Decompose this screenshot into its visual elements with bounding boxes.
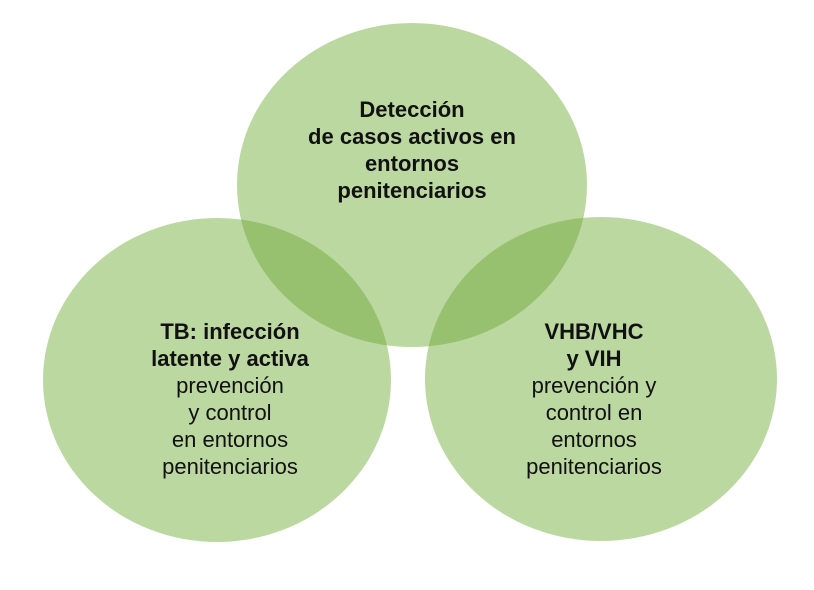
overlap-top-left [237, 218, 391, 347]
top-label-line: Detección [359, 97, 465, 122]
top-label-line: entornos [364, 151, 460, 176]
overlap-top-right [425, 217, 587, 347]
right-label-line: penitenciarios [526, 454, 662, 479]
left-label-line: prevención [176, 373, 284, 398]
right-label-line: y VIH [566, 346, 622, 371]
left-label-line: penitenciarios [162, 454, 298, 479]
left-label-line: latente y activa [151, 346, 309, 371]
right-label-line: VHB/VHC [544, 319, 644, 344]
top-label-line: penitenciarios [337, 178, 487, 203]
left-label-line: TB: infección [160, 319, 300, 344]
top-label-line: de casos activos en [308, 124, 516, 149]
left-label-line: y control [188, 400, 272, 425]
right-label-line: prevención y [531, 373, 657, 398]
right-label-line: entornos [551, 427, 637, 452]
right-label-line: control en [545, 400, 643, 425]
left-label-line: en entornos [171, 427, 289, 452]
